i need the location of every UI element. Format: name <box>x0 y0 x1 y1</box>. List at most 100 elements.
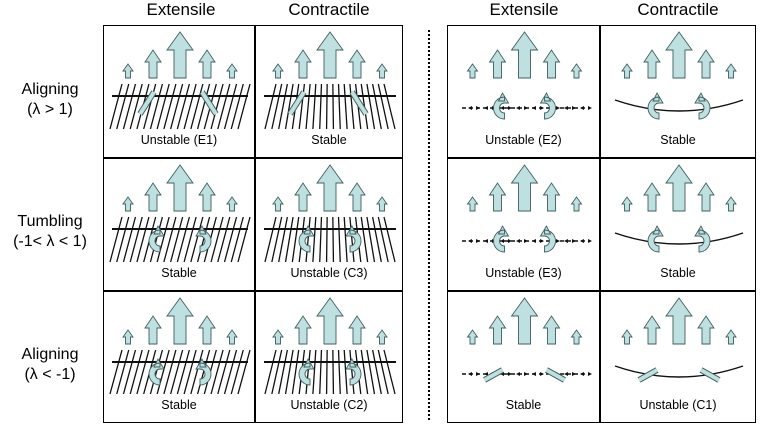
rod-line <box>170 83 184 130</box>
double-arrow-icon <box>564 372 576 376</box>
flow-arrow-icon <box>166 31 194 79</box>
rod-line <box>284 83 294 130</box>
header-left-extensile: Extensile <box>146 0 216 19</box>
double-arrow-icon <box>564 106 576 110</box>
stability-label: Unstable (E3) <box>485 266 562 280</box>
cell-diagram <box>264 31 396 130</box>
rod-line <box>349 349 355 395</box>
flow-arrow-icon <box>122 329 134 345</box>
rod-line <box>366 349 376 395</box>
flow-arrow-icon <box>272 196 284 212</box>
stability-label: Unstable (E1) <box>140 133 218 147</box>
flow-arrow-icon <box>542 182 561 212</box>
header-right-extensile: Extensile <box>489 0 559 19</box>
flow-arrow-icon <box>570 63 583 79</box>
stability-label: Stable <box>311 133 347 147</box>
rod-line <box>190 349 204 395</box>
flow-arrow-icon <box>198 182 216 212</box>
flow-arrow-icon <box>316 31 344 79</box>
rod-line <box>383 349 396 395</box>
flow-arrow-icon <box>643 182 661 212</box>
rod-line <box>223 349 238 395</box>
rod-line <box>109 349 123 395</box>
rotation-arrow-icon <box>694 225 711 253</box>
rod-line <box>271 216 283 263</box>
double-arrow-icon <box>500 106 512 110</box>
flow-arrow-icon <box>488 315 507 345</box>
rod-line <box>305 349 311 395</box>
rod-line <box>371 216 382 263</box>
rod-line <box>136 349 150 395</box>
row-label-title: Aligning <box>21 346 79 363</box>
rod-line <box>183 349 197 395</box>
left-cell-r1-c1: Unstable (E1) <box>103 25 255 158</box>
rod-line <box>291 216 300 263</box>
rotation-arrow-icon <box>493 92 510 120</box>
right-cell-r3-c1: Stable <box>447 291 600 423</box>
flow-arrow-icon <box>376 63 388 79</box>
right-cell-r1-c2: Stable <box>600 25 756 158</box>
flow-arrow-icon <box>294 182 312 212</box>
flow-arrow-icon <box>570 329 583 345</box>
rod-line <box>176 83 190 130</box>
double-arrow-icon <box>580 239 592 243</box>
rod-line <box>332 216 335 263</box>
double-arrow-icon <box>532 106 544 110</box>
left-cell-r2-c1: Stable <box>103 158 255 291</box>
double-arrow-icon <box>468 239 480 243</box>
rod-line <box>223 216 238 263</box>
rod-line <box>312 83 317 130</box>
rod-line <box>305 83 311 130</box>
rod-line <box>163 83 177 130</box>
rod-line <box>371 83 382 130</box>
rod-line <box>122 349 137 395</box>
cell-diagram <box>462 164 592 253</box>
flow-arrow-icon <box>348 49 366 79</box>
flow-arrow-icon <box>294 315 312 345</box>
stability-label: Stable <box>660 266 696 280</box>
flow-arrow-icon <box>621 329 633 345</box>
rod-line <box>217 83 231 130</box>
rod-line <box>264 349 277 395</box>
rod-line <box>156 216 170 263</box>
rod-line <box>284 349 294 395</box>
flow-arrow-icon <box>510 164 539 212</box>
double-arrow-icon <box>484 106 496 110</box>
rod-line <box>156 83 170 130</box>
flow-arrow-icon <box>697 182 715 212</box>
rod-line <box>210 83 224 130</box>
cell-diagram <box>462 297 592 383</box>
flow-arrow-icon <box>665 31 693 79</box>
rotation-arrow-icon <box>148 358 165 386</box>
row-label-tumbling: Tumbling (-1< λ < 1) <box>0 212 100 252</box>
rod-line <box>349 83 355 130</box>
rod-line <box>122 83 137 130</box>
rod-line <box>278 216 289 263</box>
rod-line <box>312 216 317 263</box>
rod-line <box>360 349 369 395</box>
flow-arrow-icon <box>466 329 479 345</box>
flow-arrow-icon <box>665 297 693 345</box>
rotation-arrow-icon <box>298 225 315 253</box>
rod-line <box>337 83 341 130</box>
rod-line <box>129 349 143 395</box>
double-arrow-icon <box>516 106 528 110</box>
row-label-aligning-positive: Aligning (λ > 1) <box>0 80 100 120</box>
double-arrow-icon <box>484 239 496 243</box>
flow-arrow-icon <box>122 63 134 79</box>
rod-line <box>291 349 300 395</box>
header-right-contractile: Contractile <box>637 0 719 19</box>
right-cell-r3-c2: Unstable (C1) <box>600 291 756 423</box>
rotation-arrow-icon <box>647 225 664 253</box>
rod-line <box>237 349 251 395</box>
rod-line <box>349 216 355 263</box>
flow-arrow-icon <box>621 63 633 79</box>
rotation-arrow-icon <box>345 225 362 253</box>
double-arrow-icon <box>580 372 592 376</box>
rod-line <box>217 349 231 395</box>
cell-diagram <box>614 297 744 383</box>
flow-arrow-icon <box>725 63 737 79</box>
flow-arrow-icon <box>198 315 216 345</box>
rotation-arrow-icon <box>195 225 212 253</box>
cell-diagram <box>109 297 251 395</box>
